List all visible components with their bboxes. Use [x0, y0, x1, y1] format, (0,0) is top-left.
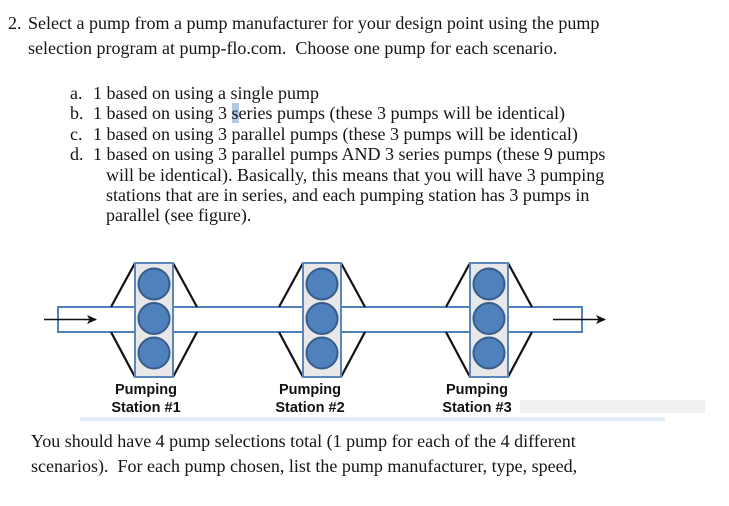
pump-icon — [472, 336, 506, 370]
pump-icon — [472, 267, 506, 301]
manifold-line — [507, 331, 533, 378]
scenario-item-b: b. 1 based on using 3 series pumps (thes… — [70, 103, 605, 124]
scenario-text: 1 based on using 3 series pumps (these 3… — [93, 103, 565, 124]
closing-line: You should have 4 pump selections total … — [31, 431, 576, 451]
question-intro-line: Select a pump from a pump manufacturer f… — [28, 13, 600, 33]
list-marker: a. — [70, 83, 83, 103]
station-label-line: Station #3 — [442, 400, 512, 416]
pump-icon — [305, 302, 339, 335]
manifold-line — [278, 331, 304, 378]
scenario-list: a. 1 based on using a single pump b. 1 b… — [70, 83, 605, 226]
list-marker: c. — [70, 123, 83, 144]
manifold-line — [340, 331, 366, 378]
pump-icon — [137, 267, 171, 301]
question-number: 2. — [8, 13, 22, 33]
pumping-stations-figure — [44, 262, 606, 378]
scan-artifact-band — [80, 417, 665, 421]
manifold-line — [507, 262, 533, 308]
scenario-item-c: c. 1 based on using 3 parallel pumps (th… — [70, 124, 605, 144]
manifold-line — [445, 331, 471, 378]
manifold-line — [278, 262, 304, 308]
pump-icon — [137, 336, 171, 370]
scenario-text: 1 based on using 3 parallel pumps (these… — [93, 123, 578, 144]
pumping-station-3 — [445, 262, 533, 378]
pumping-station-2 — [278, 262, 366, 378]
list-marker: d. — [70, 144, 84, 165]
highlighted-character: s — [231, 103, 239, 124]
list-marker: b. — [70, 103, 84, 124]
question-intro: Select a pump from a pump manufacturer f… — [28, 11, 599, 61]
scenario-text-line: will be identical). Basically, this mean… — [106, 164, 605, 185]
manifold-line — [172, 331, 198, 378]
station-label-line: Pumping — [278, 382, 342, 398]
manifold-line — [110, 262, 136, 308]
station-label-line: Pumping — [445, 382, 509, 398]
closing-paragraph: You should have 4 pump selections total … — [31, 429, 577, 479]
scenario-item-a: a. 1 based on using a single pump — [70, 83, 605, 103]
station-label-line: Station #2 — [275, 400, 345, 416]
scenario-text-line: parallel (see figure). — [106, 205, 252, 226]
scenario-text-line: 1 based on using 3 parallel pumps AND 3 … — [93, 144, 606, 165]
pump-icon — [137, 302, 171, 335]
scenario-text-suffix: eries pumps (these 3 pumps will be ident… — [238, 103, 565, 124]
station-3-label: Pumping Station #3 — [417, 381, 537, 417]
scenario-text-line: stations that are in series, and each pu… — [106, 185, 590, 206]
manifold-line — [340, 262, 366, 308]
manifold-line — [445, 262, 471, 308]
pump-icon — [472, 302, 506, 335]
manifold-line — [110, 331, 136, 378]
scenario-item-d: d. 1 based on using 3 parallel pumps AND… — [70, 144, 605, 226]
pump-icon — [305, 267, 339, 301]
scenario-text: 1 based on using a single pump — [93, 83, 319, 103]
scenario-text-prefix: 1 based on using 3 — [93, 103, 232, 124]
scan-artifact — [520, 400, 705, 413]
station-label-line: Pumping — [114, 382, 178, 398]
scenario-text: 1 based on using 3 parallel pumps AND 3 … — [93, 144, 605, 226]
pumping-station-1 — [110, 262, 198, 378]
closing-line: scenarios). For each pump chosen, list t… — [31, 456, 578, 476]
pump-icon — [305, 336, 339, 370]
station-label-line: Station #1 — [111, 400, 181, 416]
station-1-label: Pumping Station #1 — [86, 381, 206, 417]
question-intro-line: selection program at pump-flo.com. Choos… — [28, 38, 558, 58]
manifold-line — [172, 262, 198, 308]
station-2-label: Pumping Station #2 — [250, 381, 370, 417]
